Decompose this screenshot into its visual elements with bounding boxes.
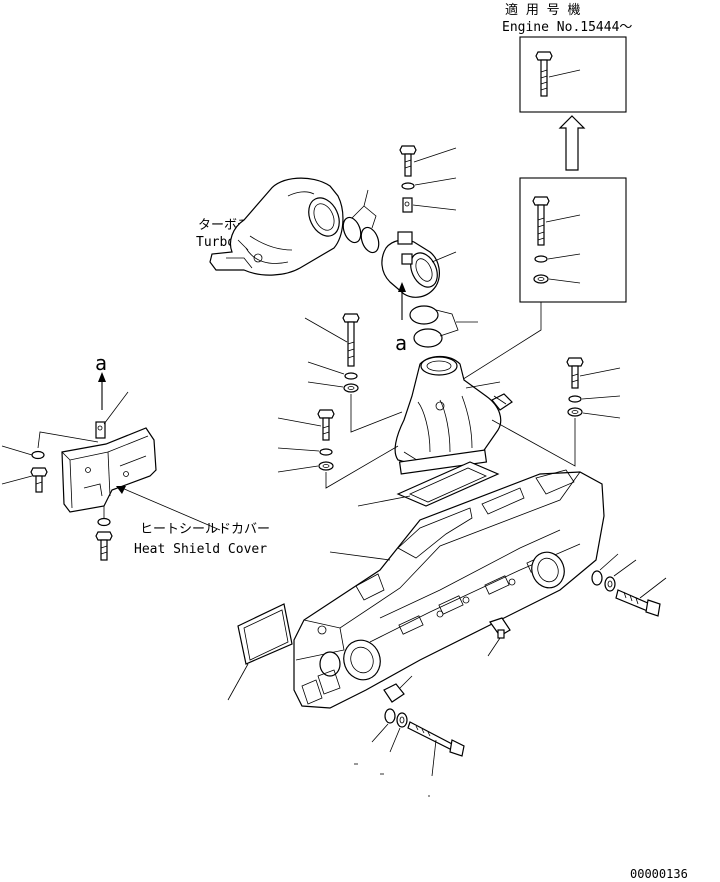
spring-washer-left-icon	[344, 372, 358, 380]
gasket-ring-3-icon	[409, 305, 439, 325]
washer-front-2-icon	[396, 712, 408, 728]
flat-washer-left-icon	[343, 383, 359, 393]
washer-front-1-icon	[384, 708, 396, 724]
turbocharger-part	[209, 177, 344, 276]
gasket-ring-1-icon	[342, 216, 362, 244]
bolt-shield-lower-icon	[95, 531, 113, 561]
clip-left-icon	[95, 421, 106, 439]
intake-manifold-part	[293, 469, 605, 709]
view-a-label-center: a	[395, 331, 407, 355]
washer-upper-icon	[401, 182, 415, 190]
flat-washer-icon	[533, 274, 549, 284]
washer-shield-icon	[31, 450, 45, 460]
applicable-title: 適 用 号 機	[505, 2, 580, 18]
long-bolt-front-icon	[407, 721, 465, 757]
bolt-new-icon	[535, 51, 553, 97]
plug-bolt-side-icon	[489, 617, 511, 639]
end-cover-gasket-part	[237, 603, 293, 665]
washer-end-2-icon	[604, 576, 616, 592]
plug-icon	[491, 393, 513, 411]
arrow-up-left-icon	[98, 372, 106, 410]
bolt-right-icon	[566, 357, 584, 389]
heat-shield-label-en: Heat Shield Cover	[134, 542, 267, 557]
drawing-number: 00000136	[630, 867, 688, 881]
flat-washer-left2-icon	[318, 461, 334, 471]
new-bolt-box	[519, 36, 627, 113]
engine-number-label: Engine No.15444～	[502, 20, 632, 35]
spring-washer-icon	[534, 255, 548, 263]
bolt-shield-icon	[30, 467, 48, 493]
view-a-label-left: a	[95, 351, 107, 375]
bolt-upper-icon	[399, 145, 417, 177]
flat-washer-right-icon	[567, 407, 583, 417]
short-bolt-left-icon	[317, 409, 335, 441]
elbow-manifold-part	[394, 355, 502, 475]
arrow-up-icon	[398, 282, 406, 320]
old-bolt-box	[519, 177, 627, 303]
plug-bolt-front-icon	[383, 683, 405, 703]
heat-shield-cover-part	[61, 427, 157, 513]
clip-upper-icon	[402, 197, 413, 213]
long-bolt-end-icon	[615, 589, 661, 617]
long-bolt-left-icon	[342, 313, 360, 367]
gasket-plate-part	[396, 461, 500, 507]
gasket-ring-4-icon	[413, 328, 443, 348]
block-arrow-up-icon	[558, 115, 586, 171]
spring-washer-left2-icon	[319, 448, 333, 456]
washer-end-1-icon	[591, 570, 603, 586]
spring-washer-right-icon	[568, 395, 582, 403]
heat-shield-label-jp: ヒートシールドカバー	[140, 522, 270, 537]
bolt-old-icon	[532, 196, 550, 246]
connector-tube-part	[381, 231, 440, 298]
gasket-ring-2-icon	[360, 226, 380, 254]
washer-shield-lower-icon	[97, 517, 111, 527]
